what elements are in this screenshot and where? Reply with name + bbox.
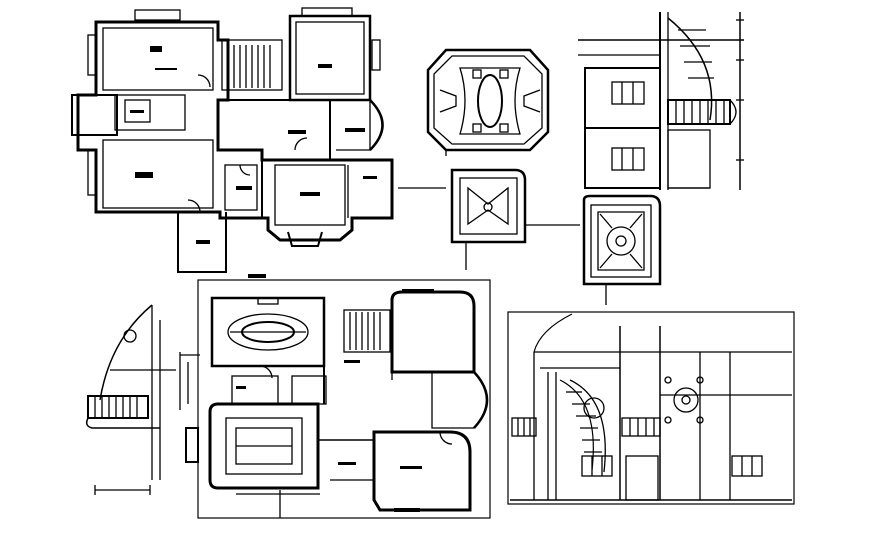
first-floor-plan [180,279,491,519]
ceiling-detail-b [450,168,580,270]
first-floor-labels [236,274,434,512]
ground-floor-plan [71,7,394,273]
ceiling-detail-a [398,48,550,189]
side-elevation [578,12,744,190]
ground-floor-labels [130,46,377,244]
front-elevation [507,311,795,505]
ceiling-detail-c [582,194,662,305]
staircase-section [85,304,181,495]
